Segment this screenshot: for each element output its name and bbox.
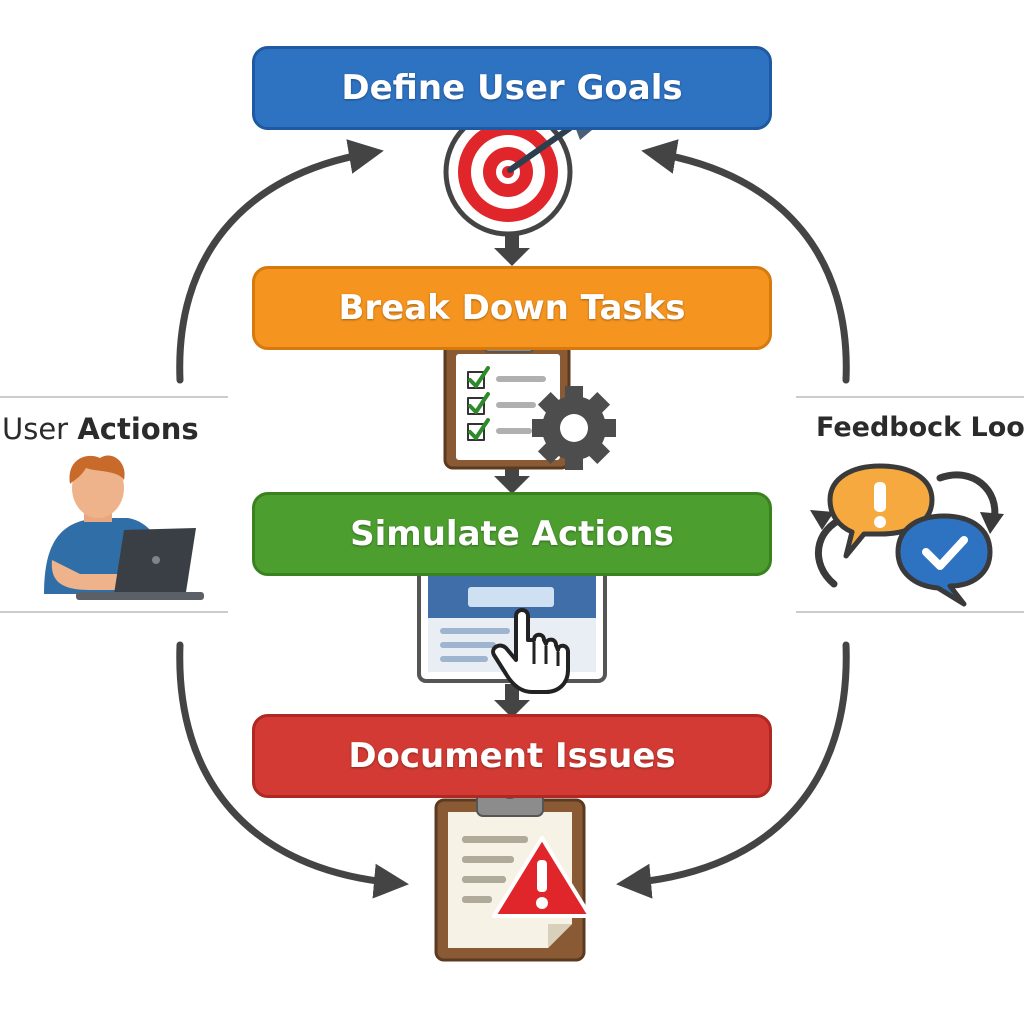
- step-label: Define User Goals: [341, 68, 683, 108]
- warning-clipboard-icon: [434, 777, 592, 962]
- right-panel-label: Feedbock Loop: [816, 412, 1024, 443]
- arrow-right-up: [641, 139, 850, 384]
- checklist-gear-icon: [443, 327, 616, 470]
- label-light: User: [2, 412, 69, 446]
- arrow-right-down: [616, 641, 850, 899]
- click-interface-icon: [417, 563, 607, 694]
- feedback-bubbles-icon: [810, 463, 1004, 607]
- label-bold: Actions: [77, 412, 199, 446]
- step-label: Document Issues: [348, 736, 676, 776]
- step-label: Break Down Tasks: [338, 288, 686, 328]
- step-define-user-goals: Define User Goals: [252, 46, 772, 130]
- step-break-down-tasks: Break Down Tasks: [252, 266, 772, 350]
- arrow-left-up: [176, 139, 384, 384]
- user-laptop-icon: [44, 455, 204, 600]
- step-simulate-actions: Simulate Actions: [252, 492, 772, 576]
- step-document-issues: Document Issues: [252, 714, 772, 798]
- target-icon: [443, 107, 592, 237]
- loop-arrows: [176, 139, 850, 899]
- left-panel-label: User Actions: [2, 412, 199, 446]
- side-dividers: [0, 396, 1024, 613]
- step-label: Simulate Actions: [350, 514, 674, 554]
- arrow-left-down: [176, 641, 409, 899]
- feedback-loop-label: Feedbock Loop: [816, 412, 1024, 443]
